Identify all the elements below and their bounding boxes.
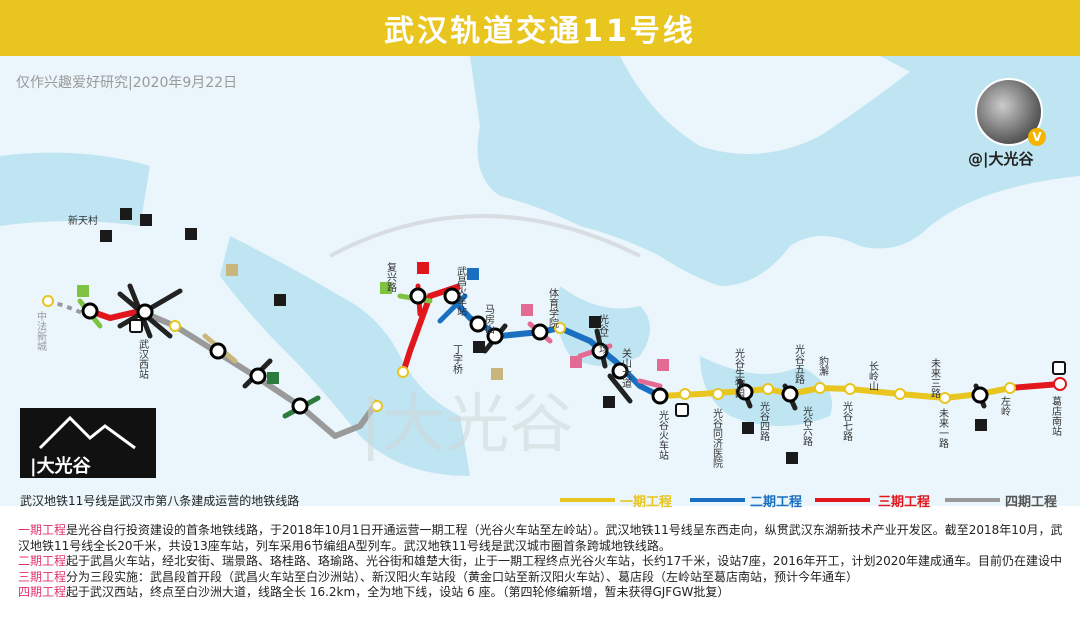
station-label: 光谷同济医院	[711, 407, 723, 469]
station-label: 光谷七路	[841, 400, 853, 442]
station-label: 马房山	[483, 304, 495, 334]
desc-phase3: 三期工程分为三段实施：武昌段首开段（武昌火车站至白沙洲站）、新汉阳火车站段（黄金…	[18, 569, 859, 584]
weibo-handle: @|大光谷	[968, 150, 1034, 168]
station-label: 未来一路	[937, 408, 949, 449]
legend-label-phase4: 四期工程	[1005, 495, 1058, 510]
legend-swatch-phase4	[945, 498, 1000, 502]
station-label: 光谷五路	[793, 343, 805, 385]
desc-phase2: 二期工程起于武昌火车站，经北安街、瑞景路、珞桂路、珞瑜路、光谷街和雄楚大街，止于…	[18, 554, 1063, 568]
train-icon	[129, 319, 1066, 417]
station-label: 复兴路	[385, 261, 397, 293]
logo-text: |大光谷	[30, 456, 91, 477]
line-phase4-dashed	[47, 299, 86, 316]
station-label: 体育学院	[547, 288, 559, 329]
station-markers	[42, 287, 1067, 415]
map-svg: 新天村 武汉西站 中法新城 复兴路 武昌火车站 丁字桥 马房山 体育学院 光谷广…	[0, 56, 1080, 476]
station-label: 光谷生物园	[733, 347, 745, 399]
mountain-icon	[38, 415, 136, 450]
station-label: 武昌火车站	[455, 265, 467, 317]
legend-label-phase2: 二期工程	[750, 495, 803, 510]
station-label: 武汉西站	[137, 338, 149, 380]
legend-swatch-phase1	[560, 498, 615, 502]
desc-phase4: 四期工程起于武汉西站，终点至白沙洲大道，线路全长 16.2km，全为地下线，设站…	[18, 585, 730, 599]
legend-swatch-phase3	[815, 498, 870, 502]
map-canvas[interactable]: 新天村 武汉西站 中法新城 复兴路 武昌火车站 丁字桥 马房山 体育学院 光谷广…	[0, 56, 1080, 506]
line-phase3-east	[1009, 381, 1061, 391]
station-label: 关山大道	[620, 347, 632, 388]
watermark-text: |大光谷	[360, 388, 574, 462]
station-label: 未来三路	[929, 358, 941, 399]
intro-text: 武汉地铁11号线是武汉市第八条建成运营的地铁线路	[20, 494, 300, 508]
map-title: 武汉轨道交通11号线	[384, 14, 696, 49]
verified-badge: V	[1028, 128, 1046, 146]
line-phase3-wuchang	[399, 283, 461, 377]
watermark-arc	[329, 214, 641, 258]
station-label: 长岭山	[867, 361, 879, 391]
legend-label-phase1: 一期工程	[620, 495, 673, 510]
station-label: 葛店南站	[1050, 395, 1062, 437]
header-bar: 武汉轨道交通11号线	[0, 0, 1080, 56]
station-label: 丁字桥	[451, 344, 463, 375]
legend-label-phase3: 三期工程	[878, 495, 931, 510]
legend-swatch-phase2	[690, 498, 745, 502]
station-label: 中法新城	[35, 310, 47, 352]
logo	[20, 408, 156, 478]
station-labels: 新天村 武汉西站 中法新城 复兴路 武昌火车站 丁字桥 马房山 体育学院 光谷广…	[35, 214, 1062, 469]
line-badges	[77, 208, 987, 464]
station-label: 光谷四路	[758, 400, 770, 442]
station-label: 左岭	[999, 395, 1011, 417]
station-label: 光谷火车站	[657, 409, 669, 461]
station-label: 光谷广场	[597, 313, 609, 355]
desc-phase1: 一期工程是光谷自行投资建设的首条地铁线路，于2018年10月1日开通运营一期工程…	[18, 523, 1063, 553]
station-label: 光谷六路	[801, 405, 813, 447]
map-subtitle: 仅作兴趣爱好研究|2020年9月22日	[16, 75, 238, 91]
station-label: 新天村	[68, 214, 98, 227]
description: 一期工程是光谷自行投资建设的首条地铁线路，于2018年10月1日开通运营一期工程…	[18, 523, 1063, 601]
station-label: 豹澥	[817, 355, 829, 377]
